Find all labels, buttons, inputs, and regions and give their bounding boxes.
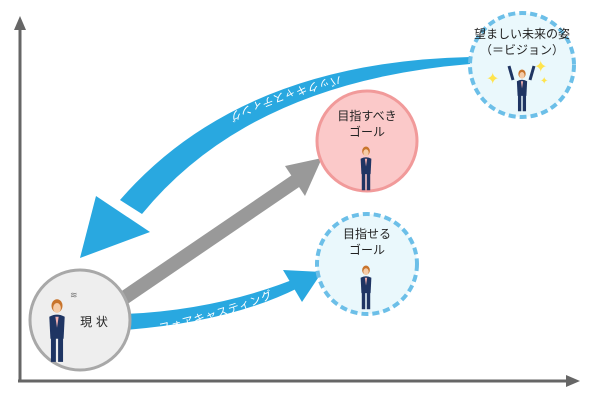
can-goal-label-2: ゴール [349,242,385,257]
direct-arrow [114,158,322,308]
current-state-circle: ≋ 現 状 [28,268,132,372]
thinking-icon: ≋ [70,291,78,301]
can-goal-circle: 目指せる ゴール [315,212,419,316]
y-axis [14,16,26,382]
current-state-label: 現 状 [80,315,108,329]
should-goal-label-2: ゴール [349,124,385,139]
vision-label-1: 望ましい未来の姿 [474,27,570,41]
can-goal-label-1: 目指せる [343,226,391,241]
svg-text:✦: ✦ [534,57,547,76]
vision-label-2: （＝ビジョン） [480,43,564,57]
should-goal-label-1: 目指すべき [337,108,396,123]
vision-circle: 望ましい未来の姿 （＝ビジョン） ✦ ✦ ✦ [468,11,576,119]
svg-text:✦: ✦ [486,69,499,88]
x-axis [18,375,580,387]
sparkle-icon: ✦ ✦ ✦ [486,57,548,88]
svg-text:✦: ✦ [540,76,548,87]
should-goal-circle: 目指すべき ゴール [315,89,419,193]
